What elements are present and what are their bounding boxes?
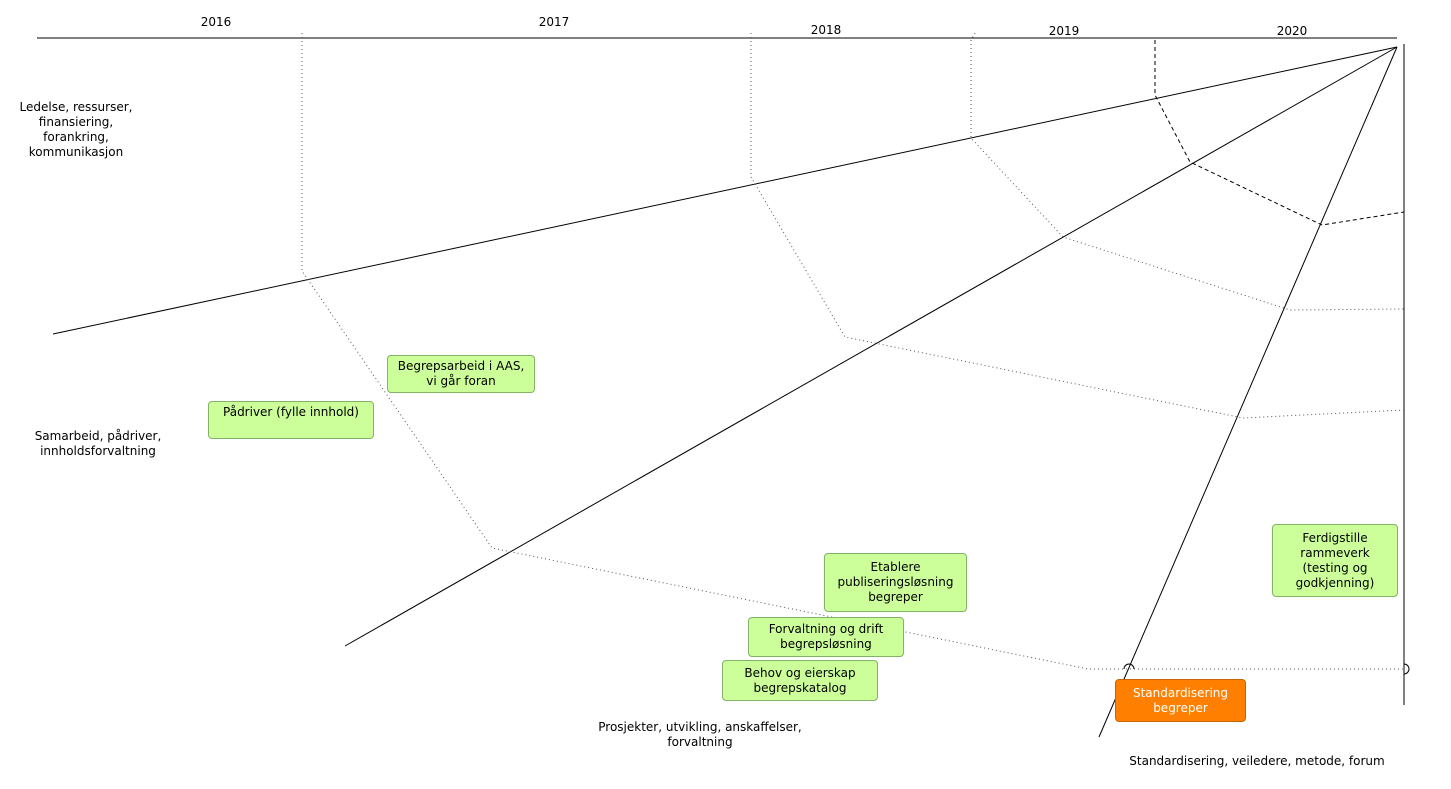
box-begrepsarbeid[interactable]: Begrepsarbeid i AAS, vi går foran xyxy=(387,355,535,393)
box-forvaltning[interactable]: Forvaltning og drift begrepsløsning xyxy=(748,617,904,657)
year-2017: 2017 xyxy=(538,15,570,29)
ring-2019 xyxy=(1154,40,1405,226)
ring-2018 xyxy=(970,32,1405,311)
axis-label-projects: Prosjekter, utvikling, anskaffelser, for… xyxy=(598,720,802,749)
jump-marker-right xyxy=(1403,663,1410,675)
ring-2017 xyxy=(750,33,1405,419)
box-ferdigstille[interactable]: Ferdigstille rammeverk (testing og godkj… xyxy=(1272,524,1398,597)
box-padriver[interactable]: Pådriver (fylle innhold) xyxy=(208,401,374,439)
spoke-projects xyxy=(344,46,1398,647)
box-standardisering[interactable]: Standardisering begreper xyxy=(1115,679,1246,722)
year-2019: 2019 xyxy=(1048,24,1080,38)
spoke-leadership xyxy=(52,46,1398,335)
year-2020: 2020 xyxy=(1276,24,1308,38)
jump-marker-left xyxy=(1123,663,1135,670)
box-behov[interactable]: Behov og eierskap begrepskatalog xyxy=(722,660,878,701)
axis-label-leadership: Ledelse, ressurser, finansiering, forank… xyxy=(19,100,133,159)
box-etablere[interactable]: Etablere publiseringsløsning begreper xyxy=(824,553,967,612)
year-2016: 2016 xyxy=(200,15,232,29)
axis-label-cooperation: Samarbeid, pådriver, innholdsforvaltning xyxy=(34,429,162,458)
year-2018: 2018 xyxy=(810,23,842,37)
axis-label-standardisation: Standardisering, veiledere, metode, foru… xyxy=(1129,754,1385,768)
spoke-standardisation xyxy=(1098,46,1398,738)
